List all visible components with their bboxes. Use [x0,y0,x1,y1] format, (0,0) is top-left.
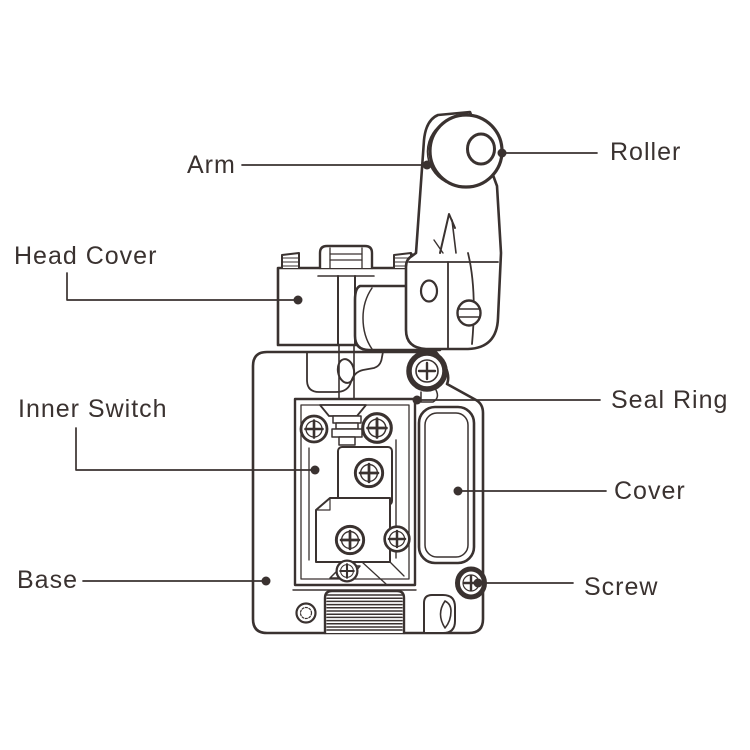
bottom-details-drawing [295,566,487,635]
leader-dots [261,148,507,588]
label-head-cover: Head Cover [14,242,158,270]
roller-drawing [426,113,504,189]
leader-lines [66,152,607,584]
inner-switch-drawing [292,397,417,591]
top-screw-drawing [406,350,448,392]
leader-inner-switch [75,427,316,471]
label-screw: Screw [584,573,659,601]
label-arm: Arm [187,151,236,179]
bracket-hole [419,279,439,303]
cover-plate-drawing [417,405,476,565]
leader-head-cover [66,272,299,301]
label-seal-ring: Seal Ring [611,386,729,414]
label-roller: Roller [610,138,682,166]
label-inner-switch: Inner Switch [18,395,168,423]
label-cover: Cover [614,477,686,505]
bracket-slot-screw [456,299,482,327]
label-base: Base [17,566,78,594]
